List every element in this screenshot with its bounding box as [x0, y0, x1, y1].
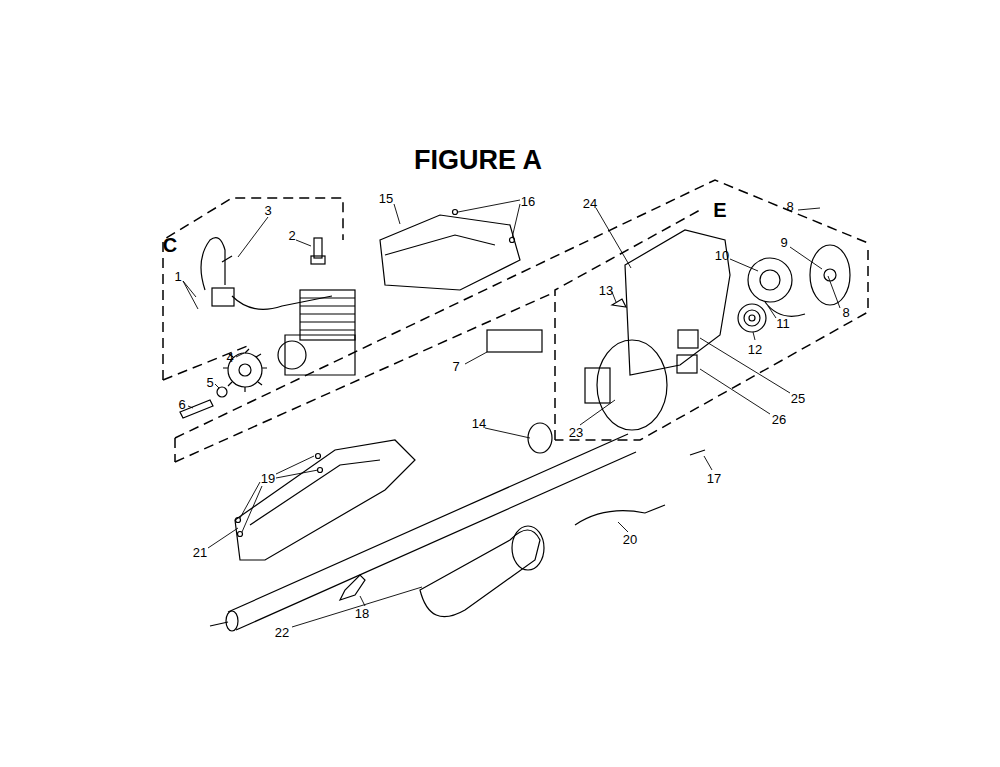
callout-number: 8 [786, 200, 793, 213]
callout-number: 6 [178, 398, 185, 411]
callout-number: 17 [707, 472, 721, 485]
callout-number: 25 [791, 392, 805, 405]
callout-number: 9 [780, 236, 787, 249]
callout-number: 7 [452, 360, 459, 373]
callout-number: 23 [569, 426, 583, 439]
callout-number: 12 [748, 343, 762, 356]
callout-number: 5 [206, 376, 213, 389]
figure-title: FIGURE A [414, 145, 542, 176]
callout-number: 16 [521, 195, 535, 208]
callout-number: 8 [842, 306, 849, 319]
callout-number: 13 [599, 284, 613, 297]
callout-number: 2 [288, 229, 295, 242]
callout-number: 24 [583, 197, 597, 210]
group-letter: E [713, 200, 726, 220]
callout-number: 20 [623, 533, 637, 546]
callout-number: 26 [772, 413, 786, 426]
callout-number: 19 [261, 472, 275, 485]
callout-number: 15 [379, 192, 393, 205]
callout-number: 18 [355, 607, 369, 620]
callout-number: 11 [776, 317, 790, 330]
callout-number: 4 [226, 351, 233, 364]
callout-number: 22 [275, 626, 289, 639]
callout-number: 1 [174, 270, 181, 283]
group-letter: C [163, 235, 177, 255]
callout-number: 14 [472, 417, 486, 430]
callout-number: 10 [715, 249, 729, 262]
callout-number: 3 [264, 204, 271, 217]
callout-number: 21 [193, 546, 207, 559]
